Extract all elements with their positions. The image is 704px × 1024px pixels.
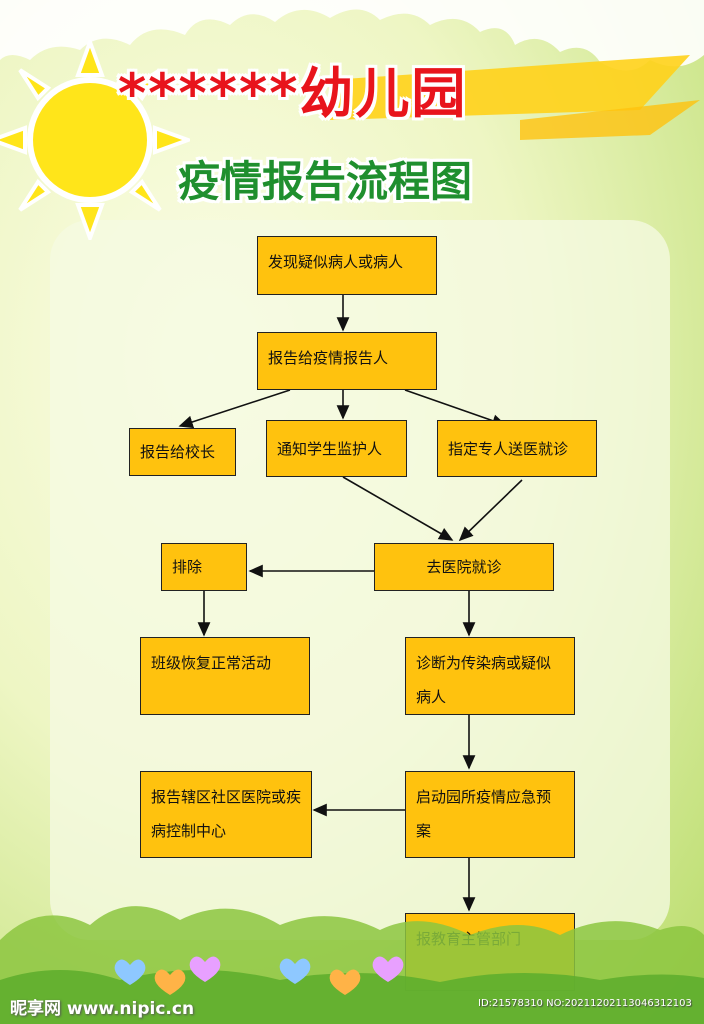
watermark-right: ID:21578310 NO:20211202113046312103 [478,998,692,1009]
node-diagnosed: 诊断为传染病或疑似病人 [405,637,575,715]
watermark-left: 昵享网 www.nipic.cn [10,999,195,1019]
node-label: 通知学生监护人 [277,440,383,458]
node-report-cdc: 报告辖区社区医院或疾病控制中心 [140,771,312,858]
node-label: 启动园所疫情应急预案 [416,788,552,840]
node-label: 指定专人送医就诊 [448,440,569,458]
node-resume-activities: 班级恢复正常活动 [140,637,310,715]
node-go-hospital: 去医院就诊 [374,543,554,591]
arrow-n4-n6 [342,476,454,541]
node-label: 报告辖区社区医院或疾病控制中心 [151,788,302,840]
bottom-decoration [0,906,704,1024]
arrow-n2-n3 [178,389,291,429]
node-escort-hospital: 指定专人送医就诊 [437,420,597,477]
node-label: 去医院就诊 [426,558,502,576]
node-report-principal: 报告给校长 [129,428,236,476]
arrow-n2-n5 [404,389,507,427]
node-label: 排除 [172,558,203,576]
flowchart-title: 疫情报告流程图 [178,157,473,206]
node-discover-patient: 发现疑似病人或病人 [257,236,437,295]
sun-icon [0,40,190,240]
node-notify-guardian: 通知学生监护人 [266,420,407,477]
node-label: 报告给疫情报告人 [268,349,389,367]
node-label: 诊断为传染病或疑似病人 [416,654,552,706]
kindergarten-title: ******幼儿园 [118,62,468,125]
node-label: 发现疑似病人或病人 [268,253,404,271]
arrow-n5-n6 [458,479,523,542]
node-excluded: 排除 [161,543,247,591]
heart-icons [114,956,404,995]
node-label: 报告给校长 [140,443,216,461]
node-emergency-plan: 启动园所疫情应急预案 [405,771,575,858]
node-label: 班级恢复正常活动 [151,654,272,672]
node-report-to-reporter: 报告给疫情报告人 [257,332,437,390]
top-clouds [0,0,704,71]
